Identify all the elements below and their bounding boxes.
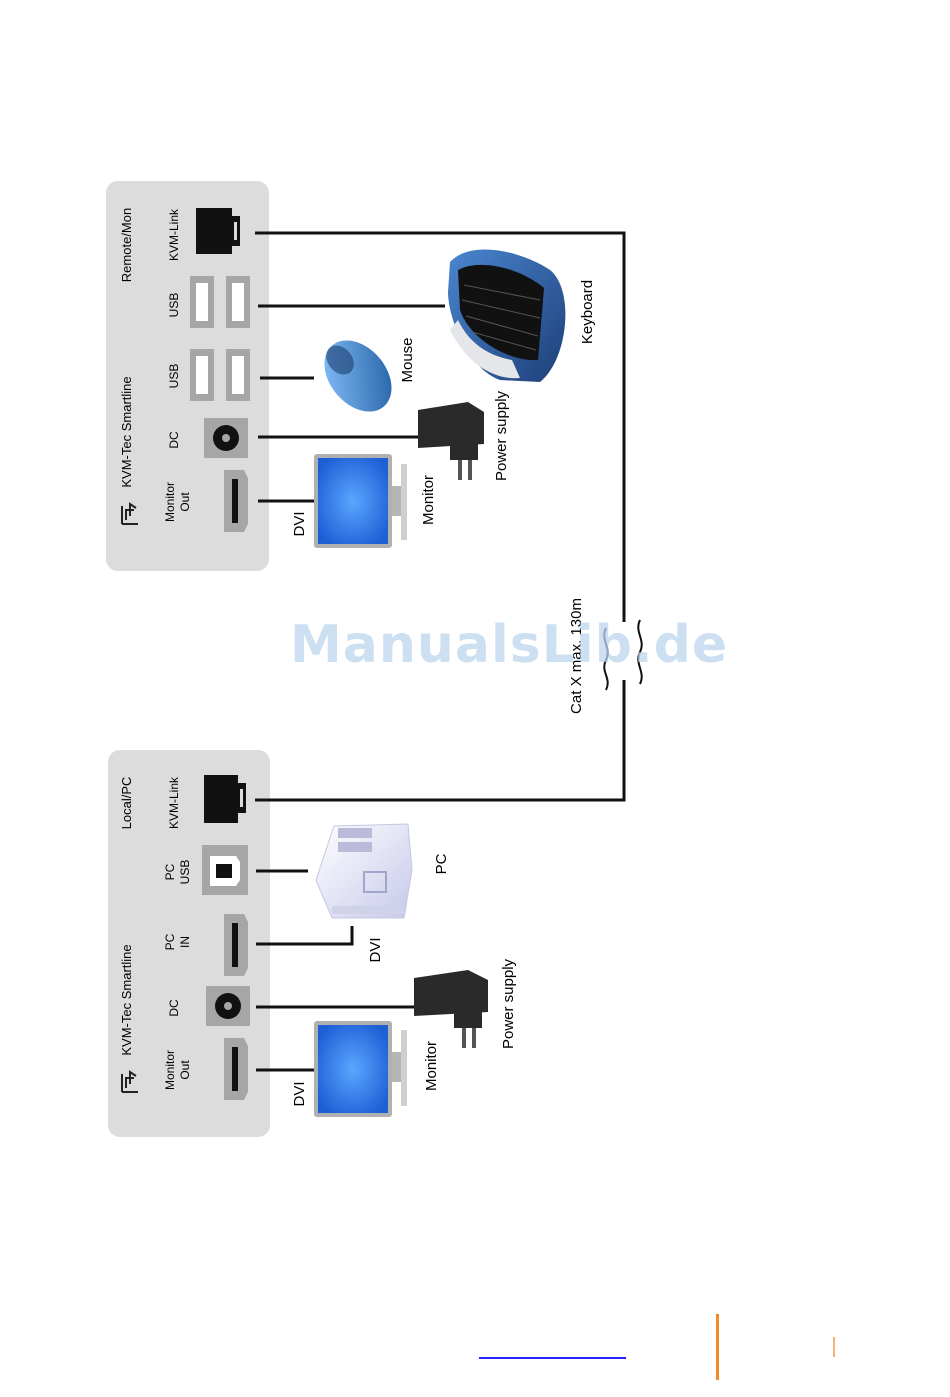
remote-port-label-usb-1: USB <box>167 364 181 389</box>
local-monitor-icon <box>314 1021 407 1117</box>
local-unit: Local/PC KVM-Tec Smartline MonitorOut DC… <box>108 750 270 1137</box>
local-dc-port-icon <box>206 986 250 1026</box>
local-pc-icon <box>316 824 412 918</box>
local-dvi-pc-cable <box>256 926 352 944</box>
footer-divider <box>716 1314 719 1380</box>
local-port-label-dc: DC <box>167 999 181 1017</box>
local-dvi-pc-label: DVI <box>367 937 384 962</box>
local-dvi-monitor-label: DVI <box>291 1081 308 1106</box>
remote-mouse-label: Mouse <box>399 337 416 382</box>
remote-port-label-dc: DC <box>167 431 181 449</box>
remote-port-label-kvm-link: KVM-Link <box>167 208 181 261</box>
local-usb-b-port-icon <box>202 845 248 895</box>
remote-dc-port-icon <box>204 418 248 458</box>
footer-link-underline[interactable] <box>479 1357 626 1359</box>
local-port-label-kvm-link: KVM-Link <box>167 776 181 829</box>
footer-mark <box>833 1337 835 1357</box>
remote-monitor-label: Monitor <box>420 475 437 525</box>
local-power-supply-icon <box>414 970 488 1048</box>
remote-dvi-label: DVI <box>291 511 308 536</box>
remote-keyboard-label: Keyboard <box>579 280 596 344</box>
remote-mouse-icon <box>311 327 405 424</box>
remote-keyboard-icon <box>448 250 565 382</box>
local-unit-brand: KVM-Tec Smartline <box>119 944 134 1055</box>
local-pc-label: PC <box>433 853 450 874</box>
local-power-supply-label: Power supply <box>500 958 517 1049</box>
watermark: ManualsLib.de <box>290 615 728 675</box>
remote-monitor-icon <box>314 454 407 548</box>
remote-unit-name: Remote/Mon <box>119 208 134 282</box>
local-unit-name: Local/PC <box>119 777 134 830</box>
local-monitor-label: Monitor <box>423 1041 440 1091</box>
remote-power-supply-label: Power supply <box>493 390 510 481</box>
remote-unit-brand: KVM-Tec Smartline <box>119 376 134 487</box>
remote-port-label-usb-2: USB <box>167 293 181 318</box>
remote-unit: Remote/Mon KVM-Tec Smartline MonitorOut … <box>106 181 269 571</box>
remote-power-supply-icon <box>418 402 484 480</box>
